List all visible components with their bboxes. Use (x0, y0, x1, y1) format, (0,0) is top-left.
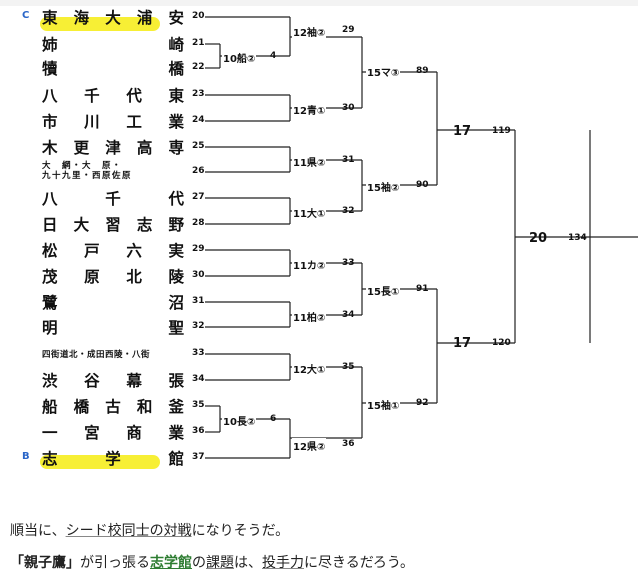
match-label: 11カ② (292, 257, 327, 272)
match-label: 12大① (292, 361, 327, 376)
match-label: 15袖① (366, 397, 401, 412)
school-link[interactable]: 志学館 (150, 555, 192, 571)
seed-number: 35 (192, 400, 205, 410)
team-name-multi: 大 網・大 原・ 九十九里・西原佐原 (42, 161, 133, 181)
round-label: 17 (453, 336, 472, 351)
round-label: 20 (529, 231, 548, 246)
seed-number: 37 (192, 452, 205, 462)
seed-number: 31 (192, 296, 205, 306)
text-span: が引っ張る (80, 555, 150, 571)
match-number: 31 (342, 155, 355, 165)
match-number: 6 (270, 414, 277, 424)
seed-number: 36 (192, 426, 205, 436)
seed-number: 27 (192, 192, 205, 202)
seed-number: 26 (192, 166, 205, 176)
keyword-link[interactable]: 課題 (206, 555, 234, 571)
text-span: 「親子鷹」 (10, 555, 80, 571)
match-number: 36 (342, 439, 355, 449)
match-label: 15マ③ (366, 64, 401, 79)
match-number: 120 (492, 338, 511, 348)
team-name: 犢橋 (42, 59, 184, 78)
seed-number: 23 (192, 89, 205, 99)
seed-number: 20 (192, 11, 205, 21)
team-name: 船橋古和釜 (42, 397, 184, 416)
seed-number: 32 (192, 321, 205, 331)
match-number: 91 (416, 284, 429, 294)
team-name: 茂原北陵 (42, 267, 184, 286)
highlight-marker (40, 455, 160, 469)
match-label: 12青① (292, 102, 327, 117)
keyword-link[interactable]: シード校同士の対戦 (65, 523, 192, 539)
team-name: 明聖 (42, 318, 184, 337)
team-name: 四街道北・成田西陵・八街 (42, 350, 151, 360)
match-number: 32 (342, 206, 355, 216)
article-paragraph: 「親子鷹」が引っ張る志学館の課題は、投手力に尽きるだろう。 (10, 552, 414, 572)
match-label: 10船② (222, 50, 257, 65)
seed-number: 34 (192, 374, 205, 384)
top-bar (0, 0, 638, 6)
match-number: 30 (342, 103, 355, 113)
seed-number: 22 (192, 62, 205, 72)
match-label: 12県② (292, 438, 327, 453)
seed-number: 24 (192, 115, 205, 125)
match-number: 134 (568, 233, 587, 243)
seed-number: 25 (192, 141, 205, 151)
text-span: は、 (234, 555, 262, 571)
team-name: 日大習志野 (42, 215, 184, 234)
match-number: 4 (270, 51, 277, 61)
match-number: 34 (342, 310, 355, 320)
match-number: 119 (492, 126, 511, 136)
match-number: 35 (342, 362, 355, 372)
match-label: 12袖② (292, 24, 327, 39)
team-name: 市川工業 (42, 112, 184, 131)
match-number: 92 (416, 398, 429, 408)
article-paragraph: 順当に、シード校同士の対戦になりそうだ。 (10, 520, 289, 540)
seed-number: 33 (192, 348, 205, 358)
team-name: 東海大浦安 (42, 8, 184, 27)
text-span: に尽きるだろう。 (304, 555, 415, 571)
text-span: 順当に、 (10, 523, 66, 539)
match-number: 89 (416, 66, 429, 76)
text-span: の (192, 555, 206, 571)
seed-letter: B (22, 451, 30, 462)
team-name: 八千代東 (42, 86, 184, 105)
match-label: 11県② (292, 154, 327, 169)
match-number: 90 (416, 180, 429, 190)
team-name: 志学館 (42, 449, 184, 468)
match-label: 11柏② (292, 309, 327, 324)
seed-number: 29 (192, 244, 205, 254)
text-span: になりそうだ。 (191, 523, 290, 539)
team-name: 松戸六実 (42, 241, 184, 260)
seed-letter: C (22, 10, 30, 21)
team-name: 渋谷幕張 (42, 371, 184, 390)
seed-number: 30 (192, 270, 205, 280)
seed-number: 28 (192, 218, 205, 228)
match-label: 10長② (222, 413, 257, 428)
round-label: 17 (453, 124, 472, 139)
team-name: 姉崎 (42, 35, 184, 54)
team-name: 木更津高専 (42, 138, 184, 157)
tournament-bracket: C B 東海大浦安 姉崎 犢橋 八千代東 市川工業 木更津高専 大 網・大 原・… (22, 8, 638, 469)
match-label: 15長① (366, 283, 401, 298)
match-number: 33 (342, 258, 355, 268)
team-name: 鷺沼 (42, 293, 184, 312)
match-label: 11大① (292, 205, 327, 220)
seed-number: 21 (192, 38, 205, 48)
team-name: 八千代 (42, 189, 184, 208)
keyword-link[interactable]: 投手力 (262, 555, 304, 571)
match-label: 15袖② (366, 179, 401, 194)
match-number: 29 (342, 25, 355, 35)
team-name: 一宮商業 (42, 423, 184, 442)
highlight-marker (40, 17, 160, 31)
